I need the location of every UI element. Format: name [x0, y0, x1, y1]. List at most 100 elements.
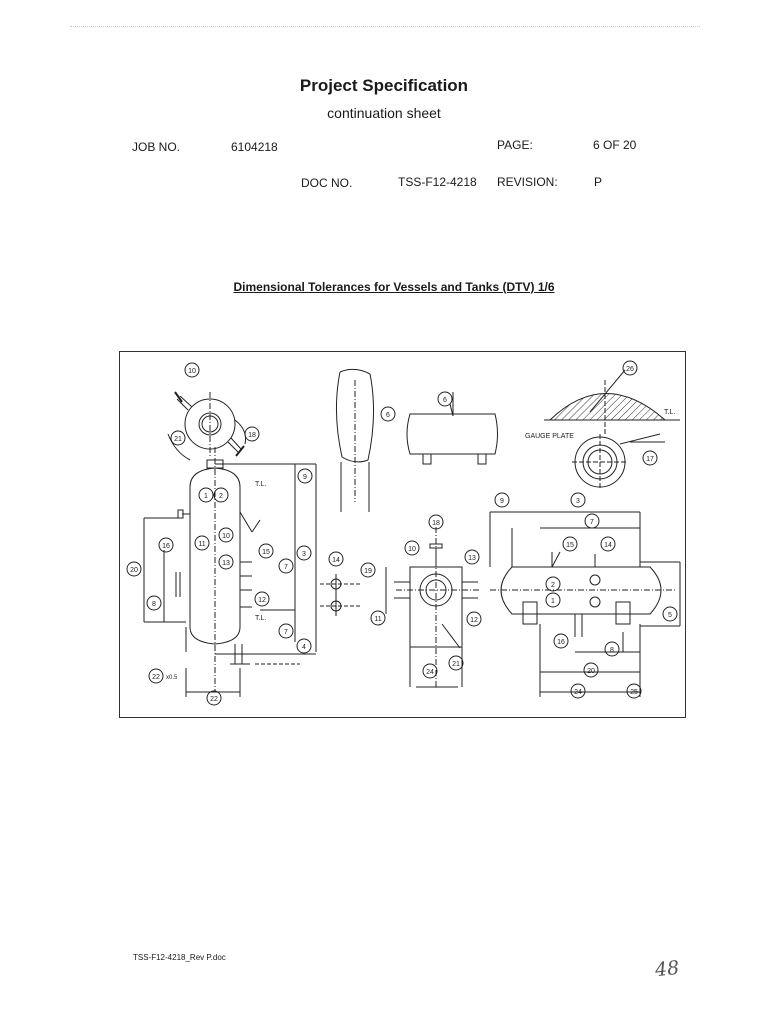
svg-text:5: 5 — [668, 612, 672, 619]
callout-5-right: 5 — [662, 606, 678, 622]
callout-16-right: 16 — [553, 633, 569, 649]
svg-text:13: 13 — [222, 560, 230, 567]
job-no-label: JOB NO. — [132, 140, 181, 154]
callout-18-mid: 18 — [428, 514, 444, 530]
callout-24-right: 24 — [570, 683, 586, 699]
callout-20-right: 20 — [583, 662, 599, 678]
svg-text:16: 16 — [162, 543, 170, 550]
callout-26: 26 — [622, 360, 638, 376]
callout-10-left: 10 — [218, 527, 234, 543]
svg-text:1: 1 — [204, 493, 208, 500]
svg-text:26: 26 — [626, 366, 634, 373]
callout-16-left: 16 — [158, 537, 174, 553]
svg-text:9: 9 — [500, 498, 504, 505]
svg-text:18: 18 — [432, 520, 440, 527]
callout-3-right: 3 — [570, 492, 586, 508]
callout-17: 17 — [642, 450, 658, 466]
callout-25-right: 25 — [626, 683, 642, 699]
svg-text:9: 9 — [303, 474, 307, 481]
callout-22-left-lower: 22 — [206, 690, 222, 706]
svg-text:7: 7 — [284, 564, 288, 571]
nozzle-plan-view — [167, 391, 246, 461]
callout-14-left: 14 — [328, 551, 344, 567]
callout-7-right: 7 — [584, 513, 600, 529]
svg-text:11: 11 — [374, 616, 381, 623]
horizontal-vessel-view — [489, 511, 681, 697]
tl-label-top: T.L. — [255, 481, 266, 488]
callout-15-right: 15 — [562, 536, 578, 552]
page-value: 6 OF 20 — [593, 138, 637, 152]
svg-text:13: 13 — [468, 555, 476, 562]
flange-symbols — [320, 574, 360, 616]
svg-text:2: 2 — [219, 493, 223, 500]
job-no-value: 6104218 — [231, 140, 278, 154]
svg-text:25: 25 — [630, 689, 638, 696]
nozzle-elevation-view — [385, 527, 480, 688]
callout-20-left: 20 — [126, 561, 142, 577]
callout-3-left: 3 — [296, 545, 312, 561]
vertical-vessel-view — [143, 447, 317, 697]
page-title: Project Specification — [299, 76, 469, 95]
svg-text:10: 10 — [188, 368, 196, 375]
callout-1-left: 1 — [198, 487, 214, 503]
callout-21-top: 21 — [170, 430, 186, 446]
scan-artifact-line — [70, 26, 700, 28]
svg-text:8: 8 — [610, 647, 614, 654]
svg-text:11: 11 — [198, 541, 205, 548]
svg-text:12: 12 — [258, 597, 266, 604]
svg-text:15: 15 — [262, 549, 270, 556]
callout-11-left: 11 — [194, 535, 210, 551]
revision-label: REVISION: — [497, 175, 558, 189]
svg-text:6: 6 — [386, 412, 390, 419]
callout-12-left: 12 — [254, 591, 270, 607]
svg-text:24: 24 — [426, 669, 434, 676]
handwritten-page-number: 48 — [653, 956, 681, 982]
callout-18-top: 18 — [244, 426, 260, 442]
callout-8-left: 8 — [146, 595, 162, 611]
svg-text:22: 22 — [210, 696, 218, 703]
svg-text:18: 18 — [248, 432, 256, 439]
svg-text:16: 16 — [557, 639, 565, 646]
head-gauge-plate-view — [544, 369, 680, 490]
page-label: PAGE: — [497, 138, 533, 152]
svg-text:7: 7 — [284, 629, 288, 636]
svg-text:3: 3 — [576, 498, 580, 505]
callout-8-right: 8 — [604, 641, 620, 657]
svg-text:17: 17 — [646, 456, 654, 463]
revision-value: P — [594, 175, 603, 189]
svg-text:12: 12 — [470, 617, 478, 624]
svg-text:10: 10 — [222, 533, 230, 540]
footer-filename: TSS-F12-4218_Rev P.doc — [133, 953, 226, 962]
doc-no-value: TSS-F12-4218 — [398, 175, 477, 189]
callout-7-left-upper: 7 — [278, 558, 294, 574]
svg-text:3: 3 — [302, 551, 306, 558]
svg-text:14: 14 — [604, 542, 612, 549]
svg-text:1: 1 — [551, 598, 555, 605]
svg-text:10: 10 — [408, 546, 416, 553]
callout-15-left: 15 — [258, 543, 274, 559]
callout-6-left: 6 — [380, 406, 396, 422]
callout-4-left: 4 — [296, 638, 312, 654]
svg-text:20: 20 — [587, 668, 595, 675]
svg-text:8: 8 — [152, 601, 156, 608]
tl-label-bottom: T.L. — [255, 615, 266, 622]
callout-9-left: 9 — [297, 468, 313, 484]
callout-6-drum: 6 — [437, 391, 453, 407]
half-factor-label: x0.5 — [166, 675, 178, 681]
gauge-plate-label: GAUGE PLATE — [525, 433, 574, 440]
svg-text:21: 21 — [174, 436, 182, 443]
callout-10-mid: 10 — [404, 540, 420, 556]
callout-12-mid: 12 — [466, 611, 482, 627]
callout-24-mid: 24 — [422, 663, 438, 679]
svg-text:7: 7 — [590, 519, 594, 526]
callout-21-mid: 21 — [448, 655, 464, 671]
callout-2-left: 2 — [213, 487, 229, 503]
svg-text:24: 24 — [574, 689, 582, 696]
bent-shell-view — [335, 368, 375, 512]
svg-text:20: 20 — [130, 567, 138, 574]
callout-13-left: 13 — [218, 554, 234, 570]
callout-22-left-upper: 22 — [148, 668, 164, 684]
svg-text:19: 19 — [364, 568, 372, 575]
callout-13-mid: 13 — [464, 549, 480, 565]
callout-19-mid: 19 — [360, 562, 376, 578]
